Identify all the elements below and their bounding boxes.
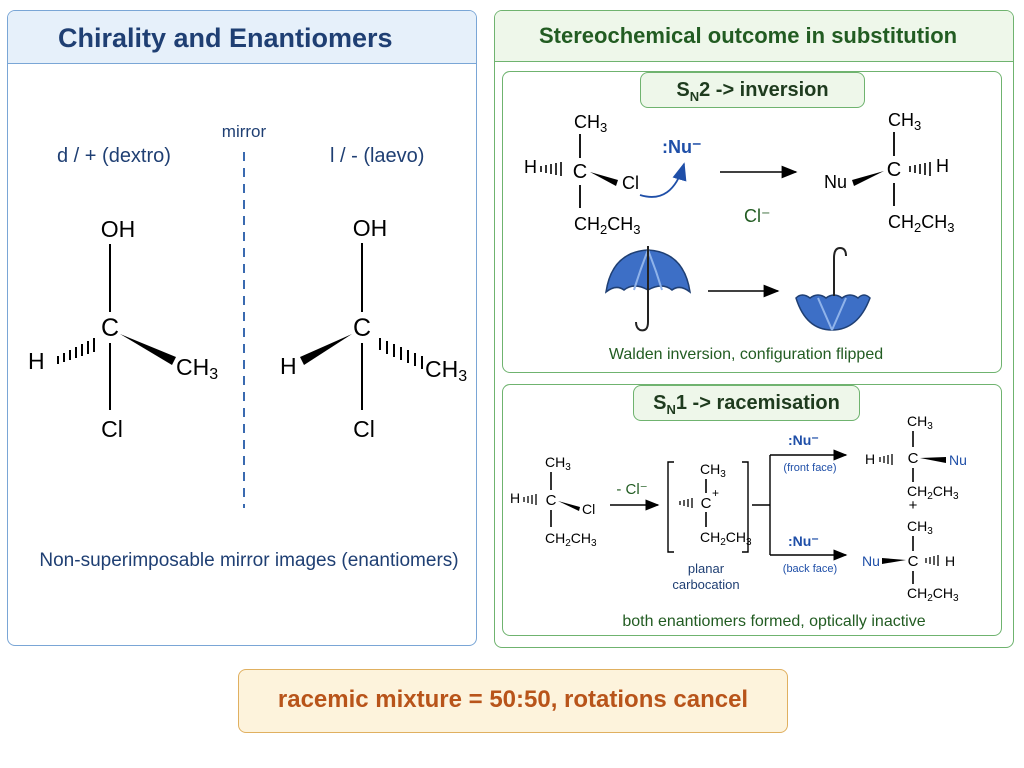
dextro-h: H — [28, 348, 45, 374]
laevo-cl: Cl — [353, 416, 375, 442]
sn2-p-carbon: C — [887, 159, 901, 181]
back-face-label: (back face) — [783, 563, 837, 575]
front-face-label: (front face) — [783, 462, 836, 474]
plus-sign: + — [909, 497, 918, 514]
racemic-summary-box: racemic mixture = 50:50, rotations cance… — [238, 669, 788, 733]
sn2-caption: Walden inversion, configuration flipped — [609, 346, 883, 363]
laevo-wedge-bond — [300, 334, 352, 365]
dextro-ch3: CH3 — [176, 354, 218, 383]
sn2-title: SN2 -> inversion — [640, 72, 865, 108]
sn1-branch-arrows — [752, 449, 848, 561]
sn1-reactant: CH3 C CH2CH3 H Cl — [510, 454, 597, 549]
sn2-r-h: H — [524, 157, 537, 177]
laevo-ch3: CH3 — [425, 356, 467, 385]
sn2-r-bottom: CH2CH3 — [574, 214, 640, 237]
p1-carbon: C — [908, 450, 919, 467]
sn1-product-front: CH3 C CH2CH3 H Nu — [865, 413, 967, 502]
umbrella-open-icon — [604, 246, 692, 332]
p1-nu: Nu — [949, 452, 967, 468]
substitution-panel: Stereochemical outcome in substitution — [494, 10, 1014, 648]
chirality-header: Chirality and Enantiomers — [8, 11, 476, 64]
sn2-box — [502, 71, 1002, 373]
laevo-molecule: OH C Cl H CH3 — [280, 215, 467, 442]
mirror-label: mirror — [222, 122, 267, 141]
substitution-header: Stereochemical outcome in substitution — [495, 11, 1013, 62]
p2-nu: Nu — [862, 553, 880, 569]
sn2-reactant: CH3 C CH2CH3 H Cl — [524, 112, 640, 237]
sn2-p-h: H — [936, 156, 949, 176]
p2-bottom: CH2CH3 — [907, 585, 959, 604]
dextro-cl: Cl — [101, 416, 123, 442]
sn1-r-h: H — [510, 490, 520, 506]
laevo-carbon: C — [353, 314, 371, 342]
substitution-title: Stereochemical outcome in substitution — [539, 23, 958, 48]
bracket-right — [742, 461, 749, 553]
dextro-label: d / + (dextro) — [57, 145, 171, 167]
sn1-loss-label: - Cl⁻ — [616, 481, 647, 498]
dextro-wedge-bond — [120, 334, 176, 365]
sn2-product: CH3 C CH2CH3 Nu H — [824, 110, 954, 235]
chirality-panel: Chirality and Enantiomers — [7, 10, 477, 646]
umbrella-inverted-icon — [795, 246, 871, 331]
laevo-hash-bond — [379, 338, 423, 369]
sn1-caption: both enantiomers formed, optically inact… — [622, 613, 925, 630]
dextro-molecule: OH C Cl H CH3 — [28, 216, 218, 442]
cation-carbon: C — [701, 495, 712, 512]
planar-label: planar — [688, 561, 725, 576]
sn2-p-top: CH3 — [888, 110, 921, 133]
sn1-r-bottom: CH2CH3 — [545, 530, 597, 549]
sn1-product-back: CH3 C CH2CH3 Nu H — [862, 518, 959, 604]
enantiomer-caption: Non-superimposable mirror images (enanti… — [39, 550, 458, 571]
laevo-label: l / - (laevo) — [330, 145, 424, 167]
sn2-leaving-group: Cl⁻ — [744, 206, 771, 226]
laevo-h: H — [280, 353, 297, 379]
p2-carbon: C — [908, 553, 919, 570]
sn1-title: SN1 -> racemisation — [633, 385, 860, 421]
bracket-left — [667, 461, 674, 553]
back-nucleophile: :Nu⁻ — [788, 533, 819, 549]
racemic-summary-text: racemic mixture = 50:50, rotations cance… — [277, 686, 749, 713]
sn2-p-bottom: CH2CH3 — [888, 212, 954, 235]
cation-bottom: CH2CH3 — [700, 529, 752, 548]
sn1-r-carbon: C — [546, 492, 557, 509]
sn2-r-cl: Cl — [622, 173, 639, 193]
sn2-nucleophile: :Nu⁻ — [662, 137, 702, 157]
sn2-p-nu: Nu — [824, 172, 847, 192]
sn2-r-top: CH3 — [574, 112, 607, 135]
carbocation-label: carbocation — [672, 577, 739, 592]
p2-top: CH3 — [907, 518, 933, 537]
sn2-attack-arrow — [639, 162, 687, 198]
dextro-oh: OH — [101, 216, 136, 242]
p1-bottom: CH2CH3 — [907, 483, 959, 502]
sn1-r-top: CH3 — [545, 454, 571, 473]
sn1-box — [502, 384, 1002, 636]
dextro-carbon: C — [101, 314, 119, 342]
cation-charge: + — [712, 486, 719, 500]
dextro-hash-bond — [57, 338, 95, 364]
sn1-r-cl: Cl — [582, 501, 595, 517]
sn2-r-carbon: C — [573, 161, 587, 183]
p2-h: H — [945, 553, 955, 569]
front-nucleophile: :Nu⁻ — [788, 432, 819, 448]
p1-h: H — [865, 451, 875, 467]
cation-top: CH3 — [700, 461, 726, 480]
laevo-oh: OH — [353, 215, 388, 241]
carbocation: CH3 C + CH2CH3 — [679, 461, 752, 548]
chirality-title: Chirality and Enantiomers — [58, 23, 393, 53]
p1-top: CH3 — [907, 413, 933, 432]
